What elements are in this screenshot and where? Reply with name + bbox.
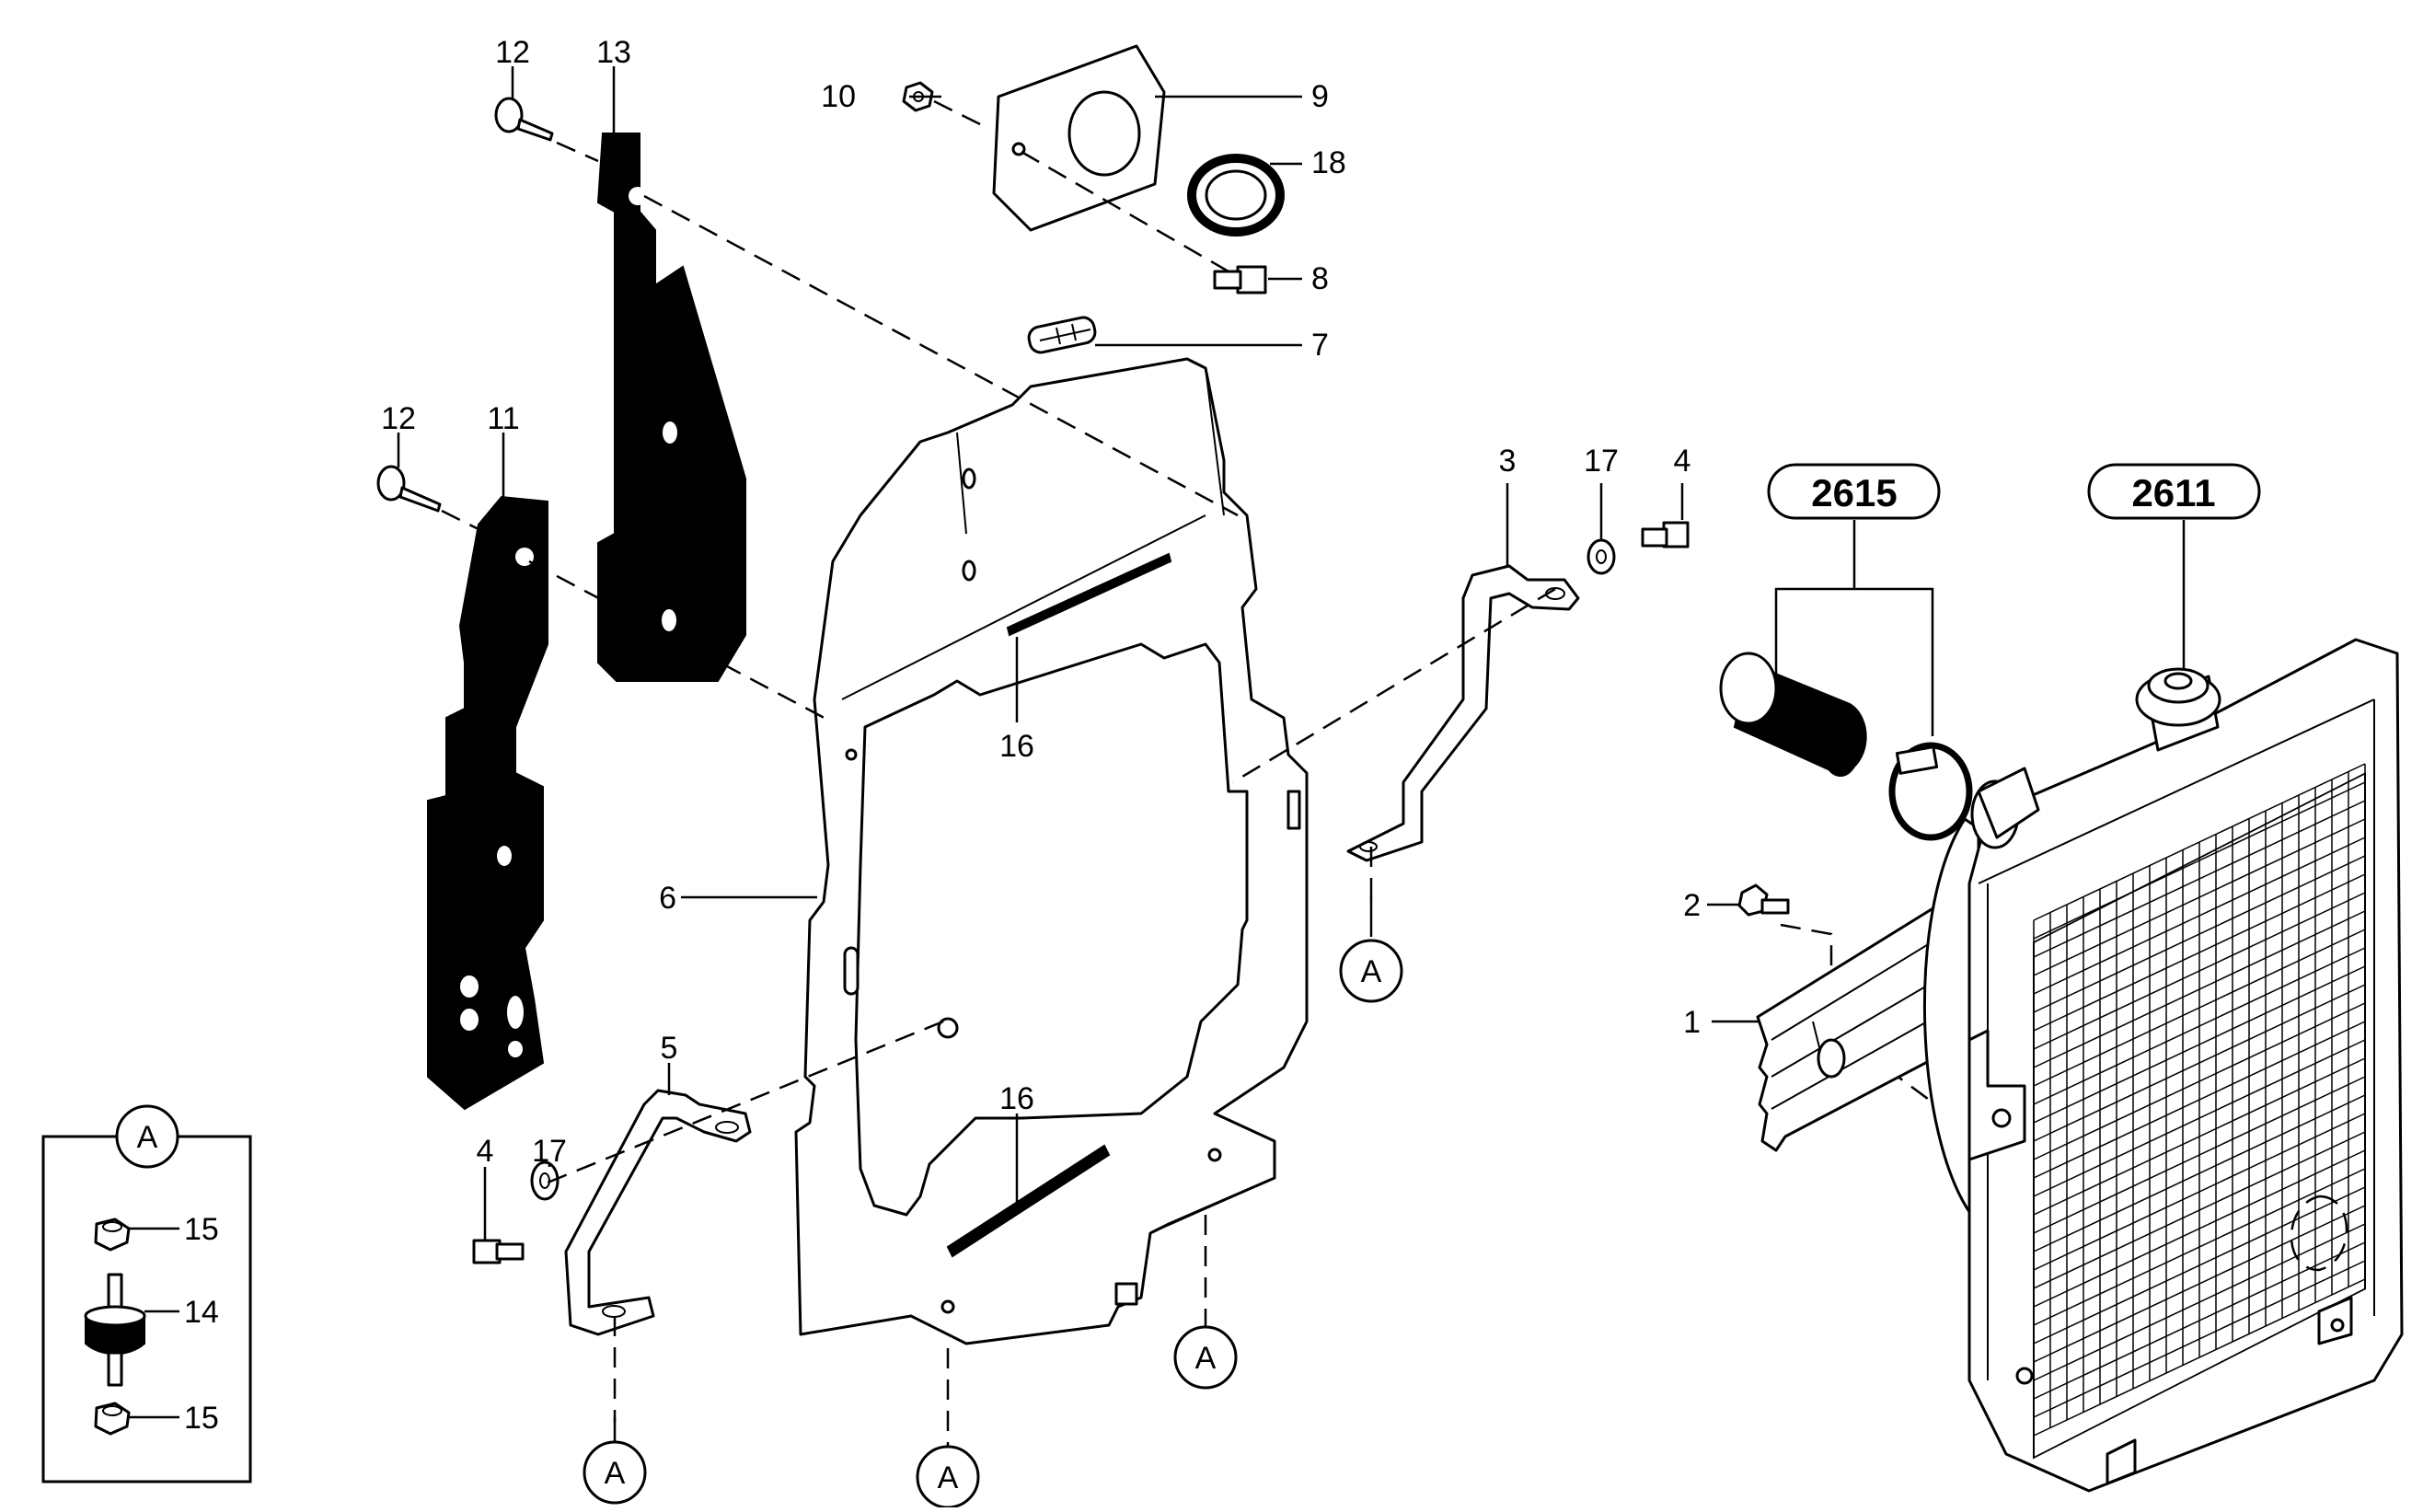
bolt-8 [1213, 265, 1267, 294]
callout-7: 7 [1311, 328, 1329, 363]
callout-8: 8 [1311, 261, 1329, 296]
washer-17-left [530, 1160, 560, 1201]
rubber-strip-16-lower [946, 1144, 1111, 1258]
callout-17-left: 17 [532, 1134, 567, 1169]
marker-a-1: A [1339, 939, 1403, 1003]
nut-15-upper [94, 1218, 131, 1252]
screw-2 [1737, 883, 1790, 917]
callout-4-left: 4 [477, 1134, 494, 1169]
washer-17-right [1586, 538, 1616, 575]
hose-clamp [1888, 742, 1973, 841]
shroud-panel-13 [596, 133, 746, 682]
grommet-18 [1187, 154, 1285, 237]
rubber-mount-14 [84, 1273, 146, 1387]
callout-14: 14 [184, 1295, 219, 1330]
callout-labels: 12 13 10 9 18 8 7 12 11 3 17 4 16 6 2 1 … [184, 35, 1701, 1436]
svg-text:A: A [1361, 954, 1382, 989]
callout-1: 1 [1683, 1005, 1701, 1040]
leader-lines [397, 66, 2186, 1463]
screw-12-lower [376, 465, 442, 513]
svg-text:2615: 2615 [1811, 471, 1897, 514]
hose-2615 [1719, 652, 1867, 777]
callout-15-upper: 15 [184, 1212, 219, 1247]
callout-4-right: 4 [1674, 444, 1691, 479]
hose-bracket-9 [992, 44, 1166, 232]
svg-text:A: A [1195, 1341, 1217, 1376]
marker-a-2: A [583, 1440, 647, 1505]
callout-16-upper: 16 [999, 729, 1034, 764]
callout-13: 13 [596, 35, 631, 70]
callout-9: 9 [1311, 79, 1329, 114]
frame-plate-6 [794, 357, 1309, 1345]
support-bracket-5 [564, 1089, 752, 1336]
inset-box-a: A [41, 1104, 252, 1483]
bolt-4-right [1641, 521, 1690, 548]
callout-2: 2 [1683, 888, 1701, 923]
marker-a-4: A [1173, 1325, 1238, 1390]
callout-16-lower: 16 [999, 1081, 1034, 1116]
reference-2611[interactable]: 2611 [2087, 463, 2261, 520]
callout-5: 5 [661, 1031, 678, 1066]
callout-10: 10 [821, 79, 856, 114]
nut-15-lower [94, 1402, 131, 1436]
inset-title: A [137, 1120, 158, 1155]
marker-a-3: A [916, 1445, 980, 1509]
shroud-panel-11 [427, 495, 548, 1111]
support-bracket-3 [1346, 564, 1580, 862]
radiator-2611 [1923, 638, 2404, 1493]
callout-12-upper: 12 [495, 35, 530, 70]
rubber-strip-16-upper [1006, 552, 1172, 637]
reference-2615[interactable]: 2615 [1767, 463, 1941, 520]
screw-12-upper [494, 97, 554, 142]
callout-15-lower: 15 [184, 1401, 219, 1436]
svg-text:2611: 2611 [2131, 471, 2215, 514]
svg-text:A: A [938, 1460, 959, 1495]
callout-3: 3 [1499, 444, 1517, 479]
edge-trim-7 [1027, 316, 1097, 354]
callout-17-right: 17 [1584, 444, 1619, 479]
callout-6: 6 [659, 881, 676, 916]
callout-18: 18 [1311, 145, 1346, 180]
callout-12-lower: 12 [381, 401, 416, 436]
bolt-4-left [472, 1239, 525, 1264]
callout-11: 11 [487, 401, 519, 436]
svg-text:A: A [605, 1456, 626, 1491]
